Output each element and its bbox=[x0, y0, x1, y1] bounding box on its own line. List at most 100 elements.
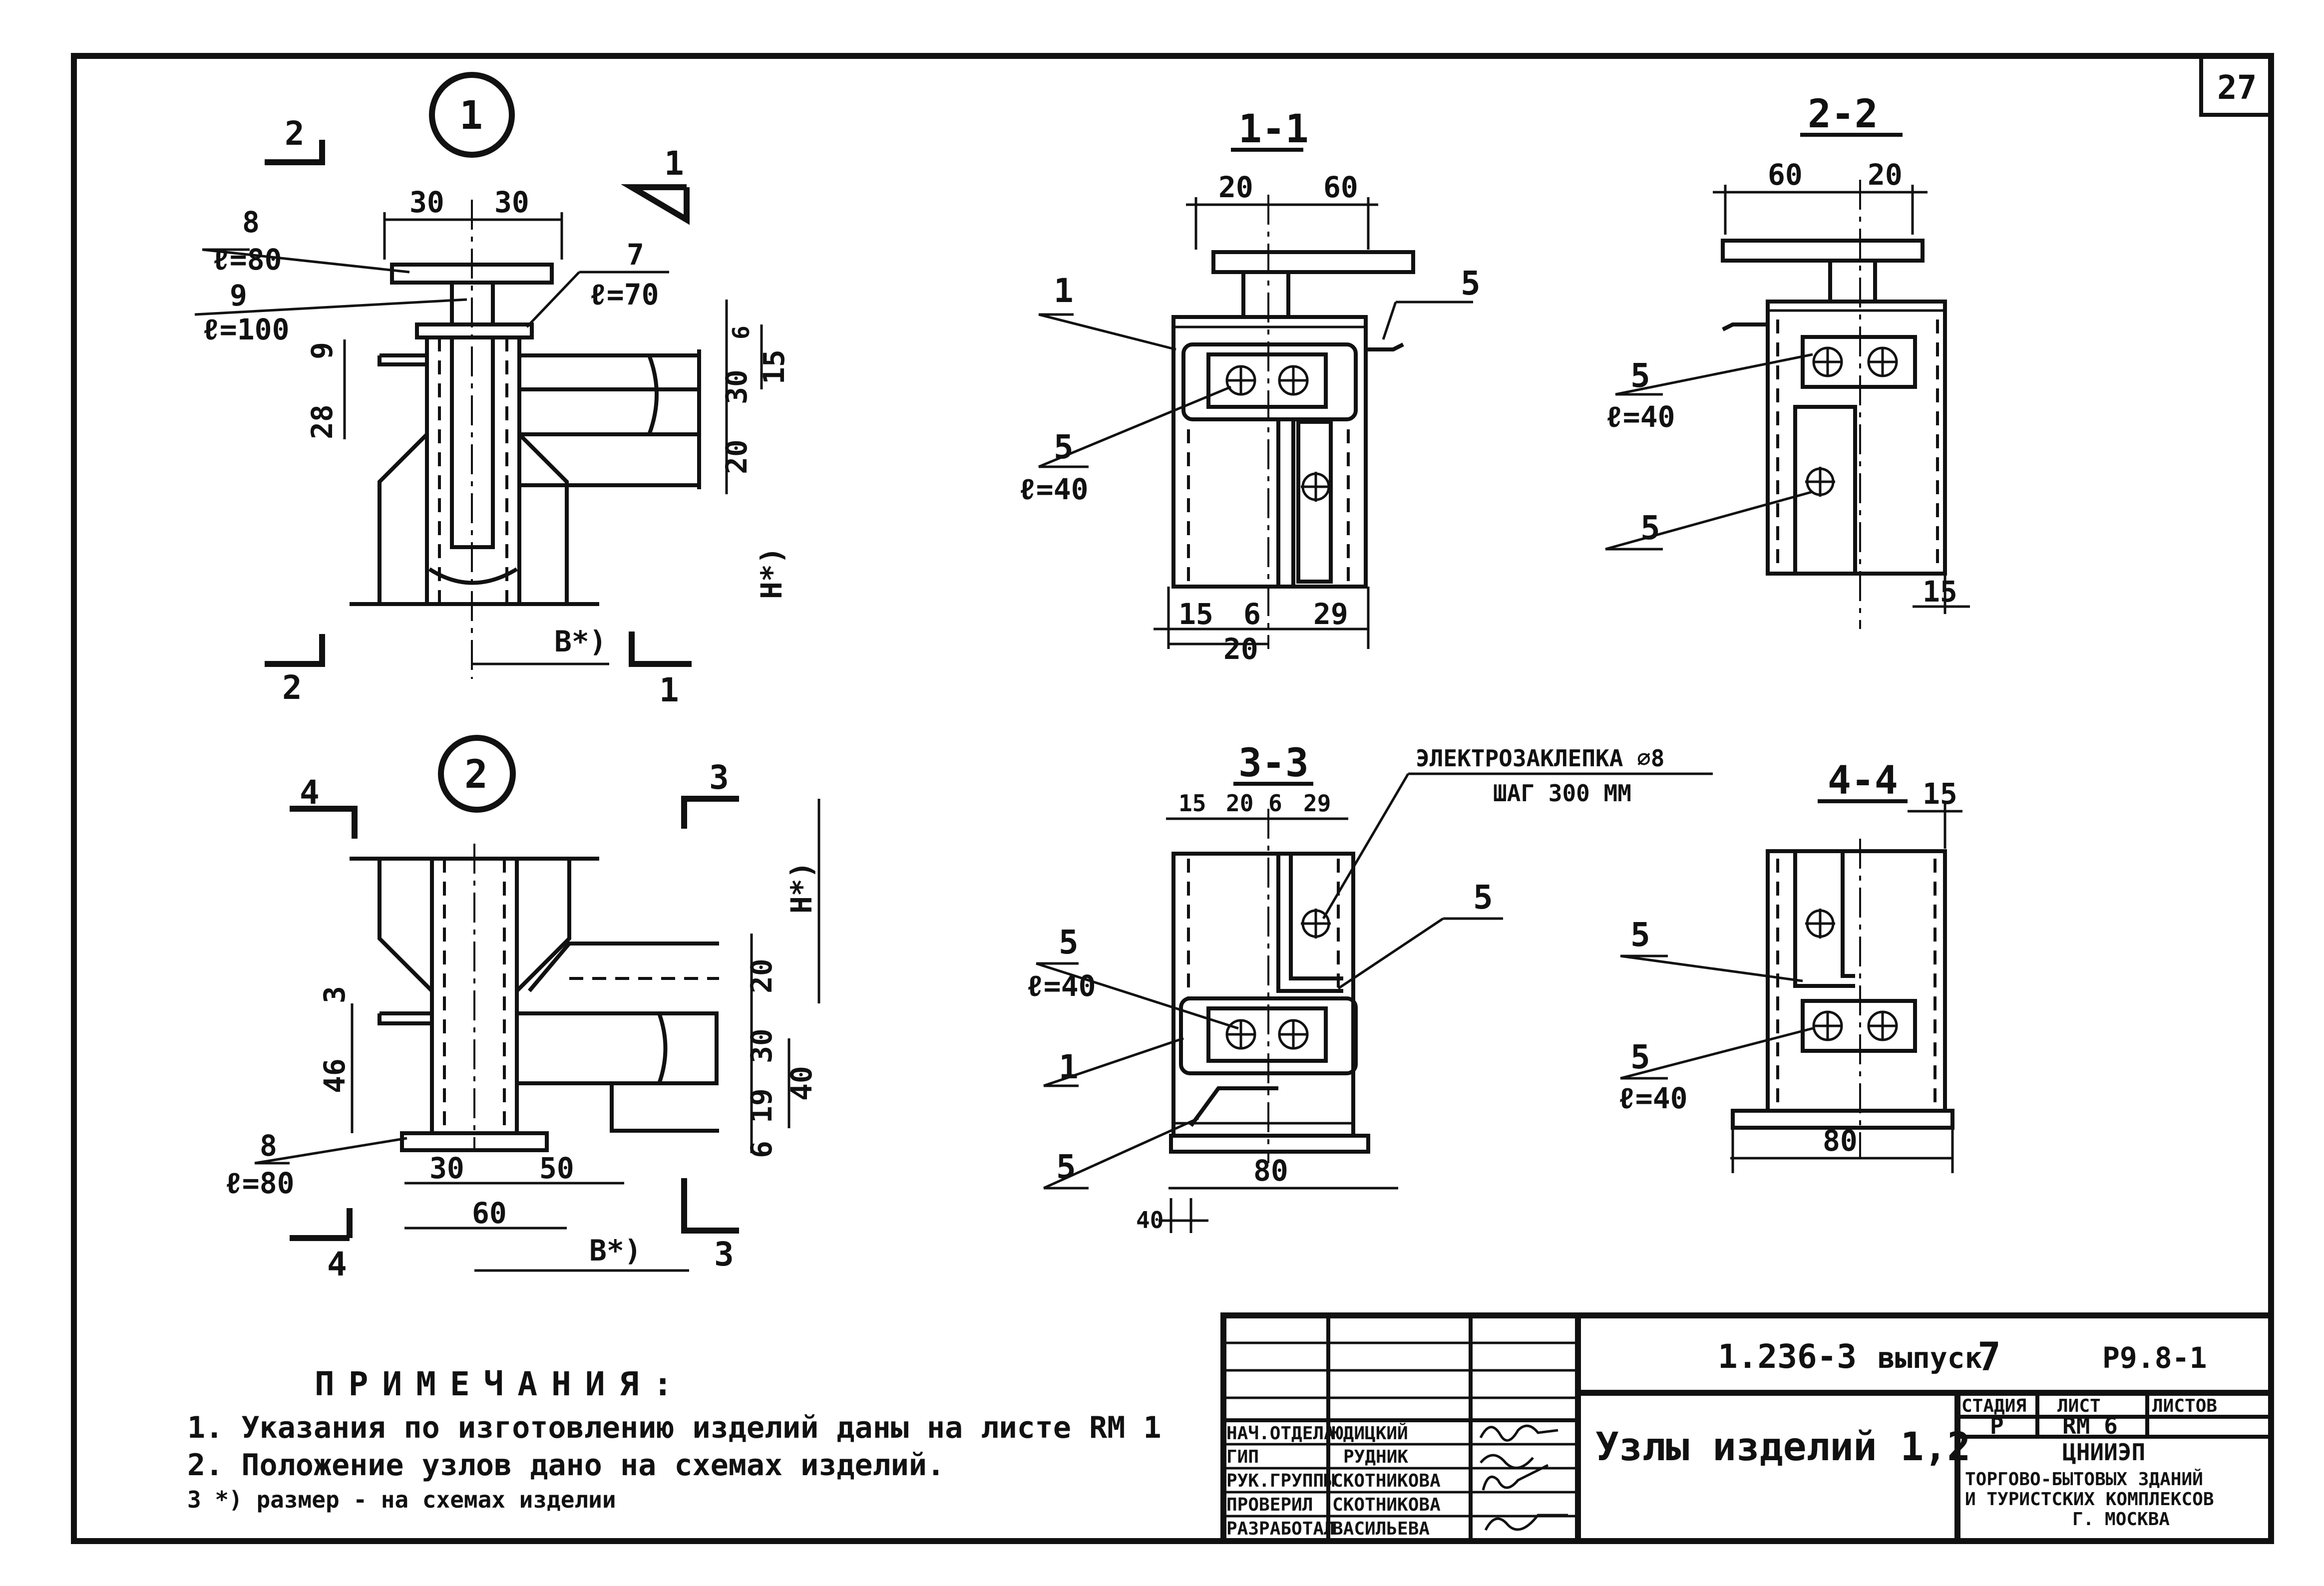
section-4-4: 4-4 15 80 5 5 ℓ=40 bbox=[1618, 758, 1962, 1173]
node-1-callout-9: 9 bbox=[230, 279, 247, 313]
s44-dim-80: 80 bbox=[1823, 1124, 1858, 1158]
node-2-cut-3-top: 3 bbox=[709, 758, 729, 797]
node-2-dim-46: 46 bbox=[318, 1058, 352, 1093]
s11-dim-15: 15 bbox=[1178, 597, 1213, 631]
s11-dim-20: 20 bbox=[1218, 170, 1253, 204]
node-2-dim-3: 3 bbox=[318, 986, 352, 1003]
section-2-2: 2-2 60 20 15 5 ℓ=40 5 bbox=[1605, 92, 1970, 629]
s33-dim-15: 15 bbox=[1178, 790, 1206, 817]
name-3: СКОТНИКОВА bbox=[1332, 1495, 1441, 1515]
cut-label-2-bot: 2 bbox=[282, 668, 302, 707]
node-1-dim-30-v: 30 bbox=[720, 369, 754, 404]
s44-callout-5-top: 5 bbox=[1630, 916, 1650, 954]
node-2-mark: 2 bbox=[464, 752, 488, 797]
s22-dim-15: 15 bbox=[1923, 575, 1957, 609]
s11-dim-60: 60 bbox=[1323, 170, 1358, 204]
name-0: ЮДИЦКИЙ bbox=[1332, 1423, 1408, 1444]
signature-0 bbox=[1479, 1424, 1558, 1442]
node-1-callout-9-len: ℓ=100 bbox=[202, 313, 289, 346]
section-4-4-title: 4-4 bbox=[1828, 758, 1898, 803]
role-2: РУК.ГРУППЫ bbox=[1226, 1471, 1335, 1491]
s33-dim-6: 6 bbox=[1268, 790, 1282, 817]
doc-code: 1.236-3 bbox=[1718, 1337, 1857, 1376]
note-3: 3 *) размер - на схемах изделии bbox=[187, 1486, 616, 1513]
cut-label-2-top: 2 bbox=[285, 114, 305, 153]
node-1-dim-9: 9 bbox=[305, 342, 339, 359]
signature-2 bbox=[1482, 1464, 1549, 1491]
page-number-box bbox=[2199, 56, 2271, 117]
node-2-cut-3-bot: 3 bbox=[714, 1235, 734, 1273]
node-2-mark-circle bbox=[438, 735, 516, 813]
sheets-header: ЛИСТОВ bbox=[2152, 1396, 2217, 1416]
s22-dim-20: 20 bbox=[1868, 158, 1903, 192]
s33-dim-40: 40 bbox=[1136, 1207, 1163, 1234]
node-2-callout-8: 8 bbox=[260, 1129, 277, 1163]
org-0: ЦНИИЭП bbox=[2062, 1439, 2145, 1466]
sheet-ref: Р9.8-1 bbox=[2102, 1341, 2207, 1375]
s11-dim-20-b: 20 bbox=[1223, 632, 1258, 666]
s22-callout-len: ℓ=40 bbox=[1605, 400, 1675, 434]
org-1: ТОРГОВО-БЫТОВЫХ ЗДАНИЙ bbox=[1965, 1469, 2203, 1490]
node-2-dim-19: 19 bbox=[745, 1088, 778, 1123]
node-2-dim-40: 40 bbox=[784, 1066, 818, 1101]
signature-1 bbox=[1480, 1454, 1534, 1469]
node-1-dim-30-left: 30 bbox=[409, 185, 444, 219]
note-2: 2. Положение узлов дано на схемах издели… bbox=[187, 1448, 945, 1483]
s33-callout-5-bot: 5 bbox=[1056, 1148, 1076, 1186]
page-number: 27 bbox=[2217, 68, 2257, 107]
s11-dim-6: 6 bbox=[1243, 597, 1261, 631]
role-4: РАЗРАБОТАЛ bbox=[1226, 1519, 1335, 1539]
role-0: НАЧ.ОТДЕЛА bbox=[1226, 1423, 1335, 1444]
note-1: 1. Указания по изготовлению изделий даны… bbox=[187, 1410, 1162, 1445]
stage-header: СТАДИЯ bbox=[1961, 1396, 2026, 1416]
node-1-dim-20: 20 bbox=[720, 439, 754, 474]
stage-value: Р bbox=[1990, 1412, 2004, 1439]
s33-callout-len: ℓ=40 bbox=[1026, 969, 1096, 1003]
s44-dim-15: 15 bbox=[1923, 777, 1957, 811]
org-3: Г. МОСКВА bbox=[2072, 1509, 2170, 1530]
notes: ПРИМЕЧАНИЯ: 1. Указания по изготовлению … bbox=[187, 1365, 1162, 1513]
drawing-title: Узлы изделий 1,2 bbox=[1595, 1425, 1970, 1470]
signature-3 bbox=[1484, 1514, 1568, 1531]
node-2-callout-8-len: ℓ=80 bbox=[225, 1166, 295, 1200]
cut-mark-2-bot bbox=[265, 634, 325, 667]
node-1-callout-8: 8 bbox=[242, 205, 260, 239]
node-1-callout-7: 7 bbox=[627, 238, 644, 272]
role-3: ПРОВЕРИЛ bbox=[1226, 1495, 1313, 1515]
s11-dim-29: 29 bbox=[1313, 597, 1348, 631]
s22-dim-60: 60 bbox=[1768, 158, 1803, 192]
node-1-view: 1 2 1 2 1 30 30 bbox=[194, 72, 791, 709]
node-1-dim-28: 28 bbox=[305, 404, 339, 439]
section-3-3-title: 3-3 bbox=[1238, 741, 1309, 786]
s33-callout-1: 1 bbox=[1059, 1048, 1079, 1086]
sheet-value: RM 6 bbox=[2062, 1412, 2118, 1439]
issue-number: 7 bbox=[1977, 1335, 2001, 1380]
node-2-dim-50: 50 bbox=[539, 1151, 574, 1185]
cut-mark-1-top bbox=[621, 184, 690, 225]
node-2-dim-B: B*) bbox=[589, 1234, 642, 1268]
s33-weld-note-2: ШАГ 300 ММ bbox=[1493, 780, 1631, 807]
cut-label-1-bot: 1 bbox=[659, 671, 679, 709]
node-2-dim-20: 20 bbox=[745, 958, 778, 993]
sheet-header: ЛИСТ bbox=[2057, 1396, 2101, 1416]
org-2: И ТУРИСТСКИХ КОМПЛЕКСОВ bbox=[1965, 1489, 2214, 1510]
s11-callout-5-left: 5 bbox=[1054, 428, 1074, 466]
sheet-frame bbox=[71, 53, 2274, 1544]
role-1: ГИП bbox=[1226, 1447, 1259, 1467]
name-2: СКОТНИКОВА bbox=[1332, 1471, 1441, 1491]
s22-callout-5-top: 5 bbox=[1630, 356, 1650, 395]
node-2-view: 2 4 3 4 3 3 46 20 bbox=[225, 735, 820, 1283]
node-1-dim-30-right: 30 bbox=[494, 185, 529, 219]
node-2-cut-4-bot: 4 bbox=[327, 1245, 347, 1283]
node-2-dim-60: 60 bbox=[472, 1196, 507, 1230]
s33-dim-29: 29 bbox=[1303, 790, 1331, 817]
node-1-mark-circle bbox=[429, 72, 515, 158]
title-block: НАЧ.ОТДЕЛА ЮДИЦКИЙ ГИП РУДНИК РУК.ГРУППЫ… bbox=[1220, 1312, 2274, 1544]
cut-label-1-top: 1 bbox=[664, 144, 684, 183]
node-2-dim-6: 6 bbox=[745, 1141, 778, 1158]
s33-weld-note-1: ЭЛЕКТРОЗАКЛЕПКА ⌀8 bbox=[1416, 745, 1665, 772]
s33-callout-5-left: 5 bbox=[1059, 923, 1079, 961]
name-4: ВАСИЛЬЕВА bbox=[1332, 1519, 1430, 1539]
cut-mark-1-bot bbox=[629, 632, 692, 667]
issue-label: выпуск bbox=[1878, 1341, 1982, 1375]
